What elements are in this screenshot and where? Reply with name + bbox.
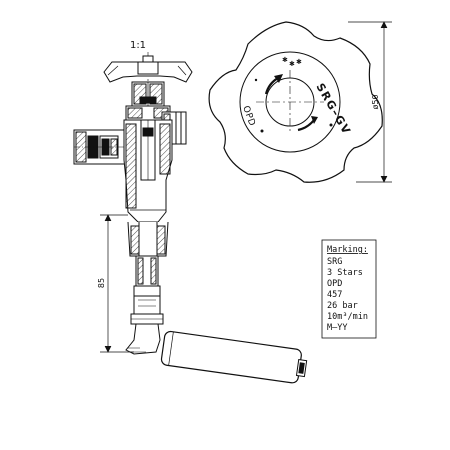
marking-title: Marking:	[327, 245, 368, 255]
length-dimension-label: 85	[97, 278, 106, 288]
marking-line: 26 bar	[327, 301, 358, 311]
handwheel-top-view	[208, 21, 383, 183]
marking-line: SRG	[327, 257, 342, 267]
marking-line: OPD	[327, 279, 342, 289]
valve-side-view	[73, 52, 308, 384]
marking-line: 10m³/min	[327, 312, 368, 322]
scale-label: 1:1	[130, 40, 146, 51]
knob-dots	[254, 78, 333, 133]
length-dimension	[100, 214, 134, 353]
knob-stars: ✱ ✱ ✱	[282, 56, 302, 68]
marking-line: 457	[327, 290, 342, 300]
diameter-dimension-label: ø50	[371, 94, 380, 109]
marking-line: M–YY	[327, 323, 347, 333]
svg-text:✱: ✱	[282, 56, 288, 64]
diameter-dimension	[348, 21, 392, 183]
svg-text:✱: ✱	[296, 58, 302, 66]
marking-table: Marking: SRG 3 Stars OPD 457 26 bar 10m³…	[321, 239, 377, 339]
marking-line: 3 Stars	[327, 268, 363, 278]
svg-text:✱: ✱	[289, 60, 295, 68]
